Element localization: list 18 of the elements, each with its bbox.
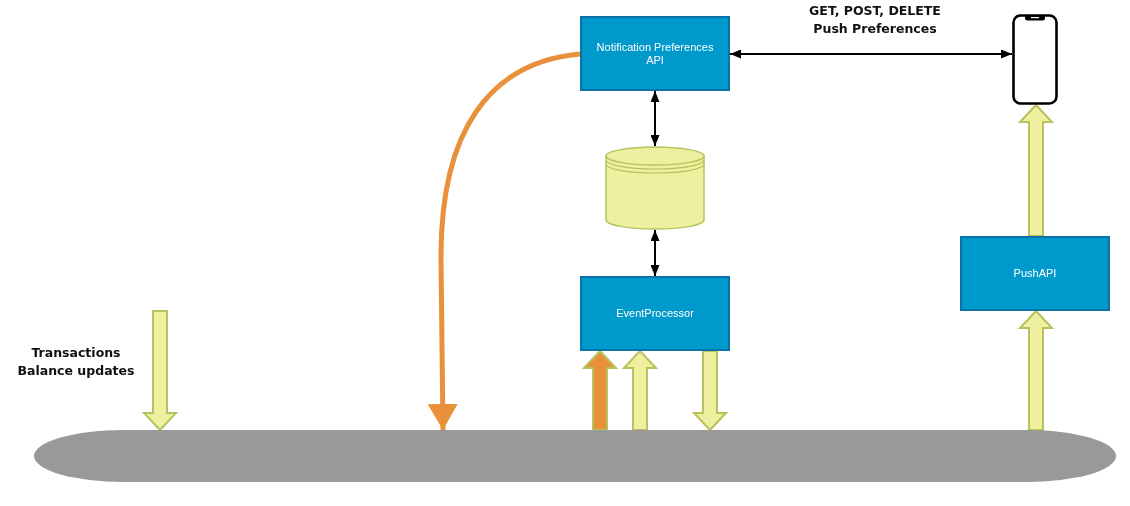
- block-arrow: [1017, 103, 1055, 237]
- double-arrow: [650, 229, 660, 277]
- curved-arrow: [427, 51, 581, 431]
- block-arrow: [691, 350, 729, 432]
- node-label: EventProcessor: [616, 307, 694, 320]
- node-label: PushAPI: [1013, 267, 1057, 280]
- process-box: [960, 236, 1110, 311]
- smartphone-icon: [1012, 14, 1058, 105]
- block-arrow: [1017, 309, 1055, 431]
- double-arrow: [729, 49, 1013, 59]
- block-arrow: [141, 310, 179, 432]
- double-arrow: [650, 90, 660, 147]
- process-box: [580, 276, 730, 351]
- database-cylinder: [605, 146, 705, 230]
- node-label: Notification Preferences API: [595, 40, 715, 67]
- block-arrow: [621, 349, 659, 431]
- block-arrow: [581, 349, 619, 431]
- process-box: [580, 16, 730, 91]
